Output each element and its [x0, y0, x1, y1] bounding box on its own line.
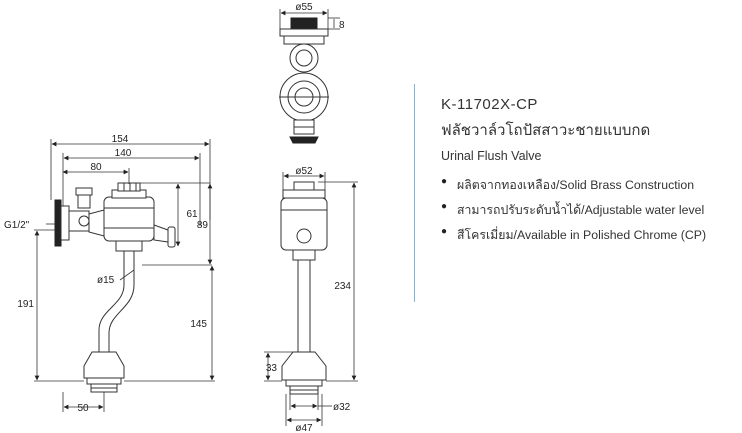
front-view	[280, 181, 328, 395]
dim-89: 89	[197, 220, 209, 231]
dim-55: ø55	[295, 2, 313, 13]
dim-61: 61	[186, 209, 198, 220]
product-name-thai: ฟลัชวาล์วโถปัสสาวะชายแบบกด	[441, 122, 651, 139]
product-model: K-11702X-CP	[441, 96, 538, 113]
feature-item: สีโครเมี่ยม/Available in Polished Chrome…	[441, 226, 741, 245]
dim-pipe-diameter: ø15	[97, 275, 115, 286]
dim-154: 154	[112, 134, 129, 145]
dim-234: 234	[334, 281, 351, 292]
feature-item: ผลิตจากทองเหลือง/Solid Brass Constructio…	[441, 176, 741, 195]
dim-191: 191	[17, 299, 34, 310]
top-dimension-lines	[279, 9, 340, 30]
dim-8: 8	[339, 20, 345, 31]
panel-divider	[414, 84, 415, 302]
product-name-english: Urinal Flush Valve	[441, 149, 542, 163]
side-view	[54, 182, 176, 393]
dim-52: ø52	[295, 166, 313, 177]
dim-50: 50	[77, 403, 89, 414]
dim-145: 145	[190, 319, 207, 330]
dim-33: 33	[266, 363, 278, 374]
front-dimension-lines	[264, 172, 358, 426]
dim-32: ø32	[333, 402, 351, 413]
dim-inlet-thread: G1/2"	[4, 220, 30, 231]
feature-item: สามารถปรับระดับน้ำได้/Adjustable water l…	[441, 201, 741, 220]
side-dimension-lines	[34, 139, 215, 412]
top-view	[279, 17, 329, 144]
dim-80: 80	[90, 162, 102, 173]
product-info-panel: K-11702X-CP ฟลัชวาล์วโถปัสสาวะชายแบบกด U…	[441, 96, 741, 251]
front-dimension-text: ø52 234 33 ø32 ø47	[266, 166, 352, 433]
dim-140: 140	[115, 148, 132, 159]
feature-list: ผลิตจากทองเหลือง/Solid Brass Constructio…	[441, 176, 741, 245]
side-dimension-text: 154 140 80 61 89 191 145 50 G1/2" ø15	[4, 134, 208, 414]
top-dimension-text: ø55 8	[295, 2, 345, 31]
dim-47: ø47	[295, 423, 313, 433]
